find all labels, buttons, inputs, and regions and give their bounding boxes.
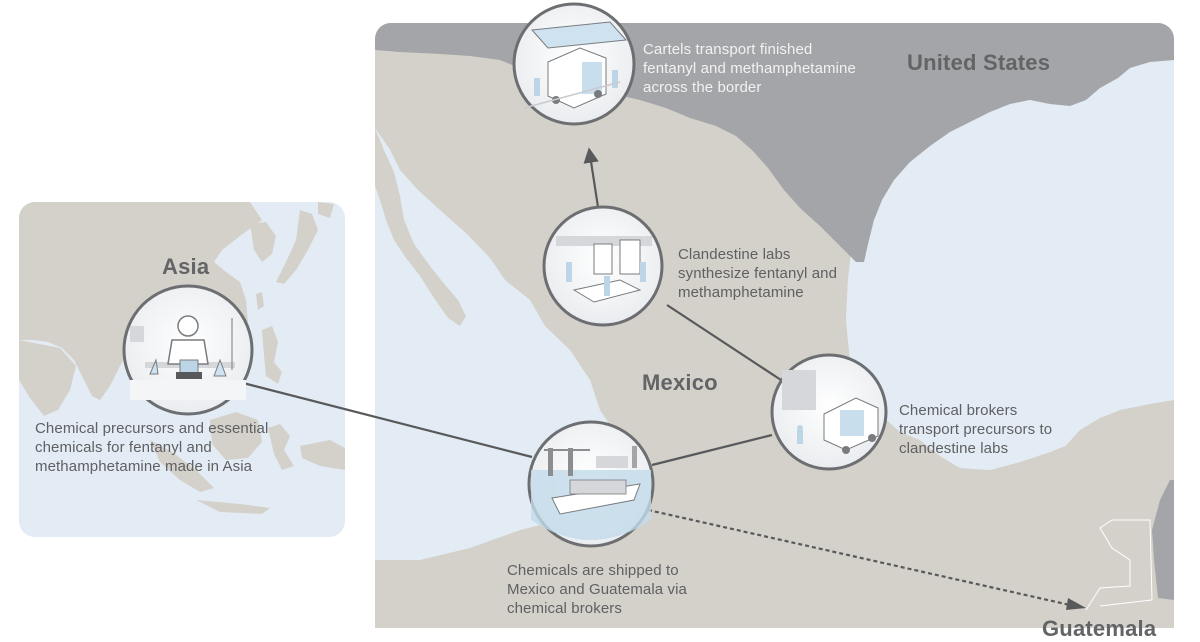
step-label-line: fentanyl and methamphetamine (643, 60, 856, 77)
region-label-guatemala: Guatemala (1042, 616, 1157, 641)
asia-map-panel (19, 202, 345, 537)
cargo-ship-port-icon (527, 420, 655, 548)
step-label-line: Chemicals are shipped to (507, 562, 679, 579)
step-label-line: across the border (643, 79, 762, 96)
region-label-united-states: United States (907, 50, 1051, 75)
step-label-line: Cartels transport finished (643, 41, 813, 58)
step-label-line: methamphetamine (678, 284, 804, 301)
step-label-line: transport precursors to (899, 421, 1053, 438)
delivery-truck-icon (770, 353, 888, 471)
laboratory-scientist-icon (122, 284, 254, 416)
step-label-line: methamphetamine made in Asia (35, 458, 253, 475)
connector-asia-to-shipping (242, 381, 533, 459)
border-checkpoint-truck-icon (512, 2, 636, 126)
clandestine-lab-icon (542, 205, 664, 327)
arrow-labs-to-border (583, 147, 600, 208)
region-label-mexico: Mexico (642, 370, 718, 395)
flow-connectors (242, 147, 1086, 610)
step-label-border-crossing: Cartels transport finished fentanyl and … (643, 40, 883, 97)
step-label-line: chemicals for fentanyl and (35, 439, 212, 456)
connector-shipping-to-brokers (651, 433, 773, 467)
map-graphic (19, 2, 1174, 628)
step-label-shipping: Chemicals are shipped to Mexico and Guat… (507, 561, 727, 618)
step-label-asia-production: Chemical precursors and essential chemic… (35, 419, 295, 476)
dashed-route-to-guatemala (647, 508, 1071, 607)
main-map-panel (375, 23, 1174, 628)
step-label-clandestine-labs: Clandestine labs synthesize fentanyl and… (678, 245, 878, 302)
step-label-line: Chemical brokers (899, 402, 1018, 419)
region-label-asia: Asia (162, 254, 210, 279)
arrow-head-guatemala (1066, 598, 1086, 610)
step-label-line: clandestine labs (899, 440, 1009, 457)
step-label-broker-transport: Chemical brokers transport precursors to… (899, 401, 1099, 458)
step-label-line: Mexico and Guatemala via (507, 581, 687, 598)
step-label-line: synthesize fentanyl and (678, 265, 838, 282)
connector-brokers-to-labs (666, 304, 782, 381)
step-label-line: Chemical precursors and essential (35, 420, 269, 437)
step-label-line: Clandestine labs (678, 246, 791, 263)
supply-chain-diagram: Asia United States Mexico Guatemala Chem… (19, 2, 1174, 641)
step-label-line: chemical brokers (507, 600, 622, 617)
